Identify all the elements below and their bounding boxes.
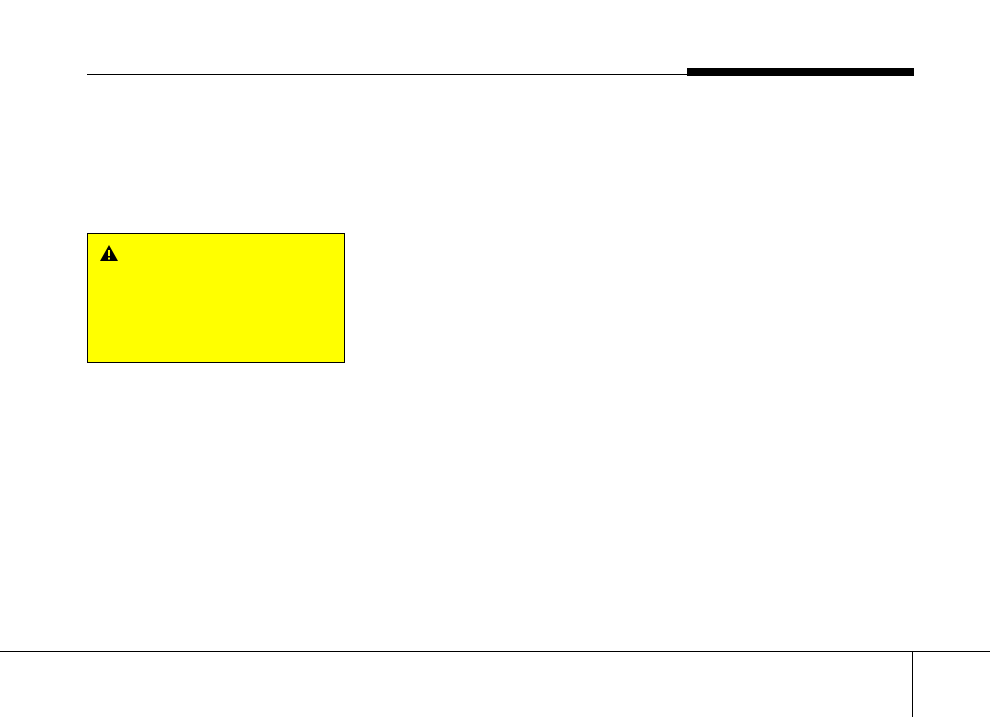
- warning-box: [87, 233, 345, 363]
- header-rule-thick: [687, 68, 914, 76]
- warning-triangle-icon: [99, 244, 119, 262]
- footer-divider: [912, 651, 913, 717]
- header-rule-thin: [87, 74, 687, 75]
- footer-rule: [0, 651, 990, 652]
